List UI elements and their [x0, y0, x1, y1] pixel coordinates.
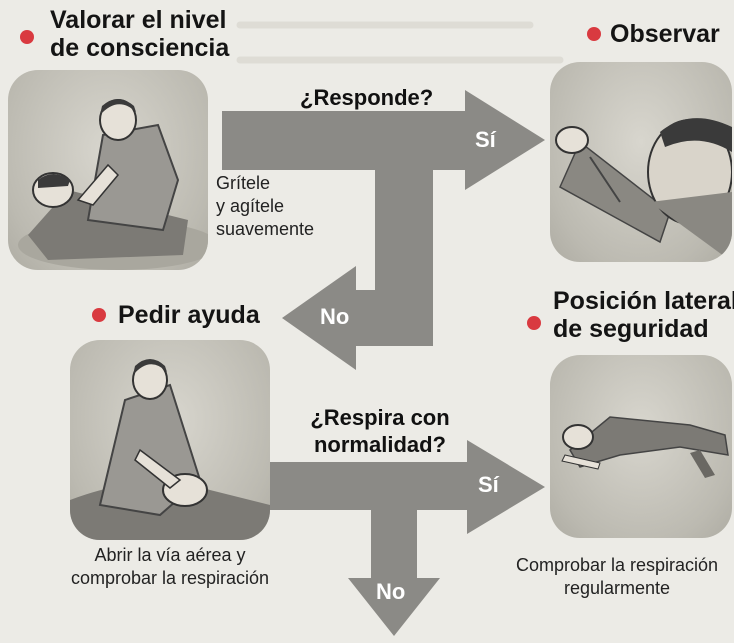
bullet-dot	[20, 30, 34, 44]
step-title-observe: Observar	[610, 20, 720, 48]
caption-help: Abrir la vía aérea y comprobar la respir…	[55, 544, 285, 590]
caption-line: Grítele	[216, 173, 271, 193]
step-title-line: de consciencia	[50, 34, 230, 62]
caption-line: Comprobar la respiración	[515, 555, 719, 575]
step-title-consciousness: Valorar el nivel de consciencia	[50, 6, 229, 62]
question-breathes: ¿Respira con normalidad?	[300, 404, 460, 458]
arrow-no-responds	[282, 266, 433, 370]
question-line: normalidad?	[313, 432, 446, 457]
step-title-line: Valorar el nivel	[50, 6, 227, 34]
question-line: ¿Respira con	[310, 405, 450, 430]
arrow-no-breathes	[348, 500, 440, 636]
arrow-stem-responds	[375, 150, 433, 310]
caption-lateral: Comprobar la respiración regularmente	[500, 554, 734, 600]
illustration-observe	[550, 62, 732, 262]
bullet-dot	[527, 316, 541, 330]
arrow-yes-breathes	[270, 440, 545, 534]
step-title-line: de seguridad	[553, 315, 709, 343]
illustration-open-airway	[70, 340, 270, 540]
label-no-breathes: No	[376, 579, 406, 604]
caption-line: y agítele	[216, 196, 285, 216]
step-title-line: Posición lateral	[553, 287, 734, 315]
step-title-lateral: Posición lateral de seguridad	[553, 287, 734, 343]
label-yes-responds: Sí	[475, 127, 496, 152]
illustration-recovery-position	[550, 355, 732, 538]
step-title-help: Pedir ayuda	[118, 301, 260, 329]
arrow-yes-responds	[222, 90, 545, 190]
caption-consciousness: Grítele y agítele suavemente	[216, 172, 314, 241]
caption-line: comprobar la respiración	[70, 568, 270, 588]
question-responds: ¿Responde?	[300, 85, 434, 110]
bullet-dot	[587, 27, 601, 41]
illustration-assess-consciousness	[8, 70, 208, 270]
label-yes-breathes: Sí	[478, 472, 499, 497]
caption-line: suavemente	[216, 219, 315, 239]
caption-line: regularmente	[563, 578, 671, 598]
label-no-responds: No	[320, 304, 350, 329]
caption-line: Abrir la vía aérea y	[94, 545, 246, 565]
bullet-dot	[92, 308, 106, 322]
